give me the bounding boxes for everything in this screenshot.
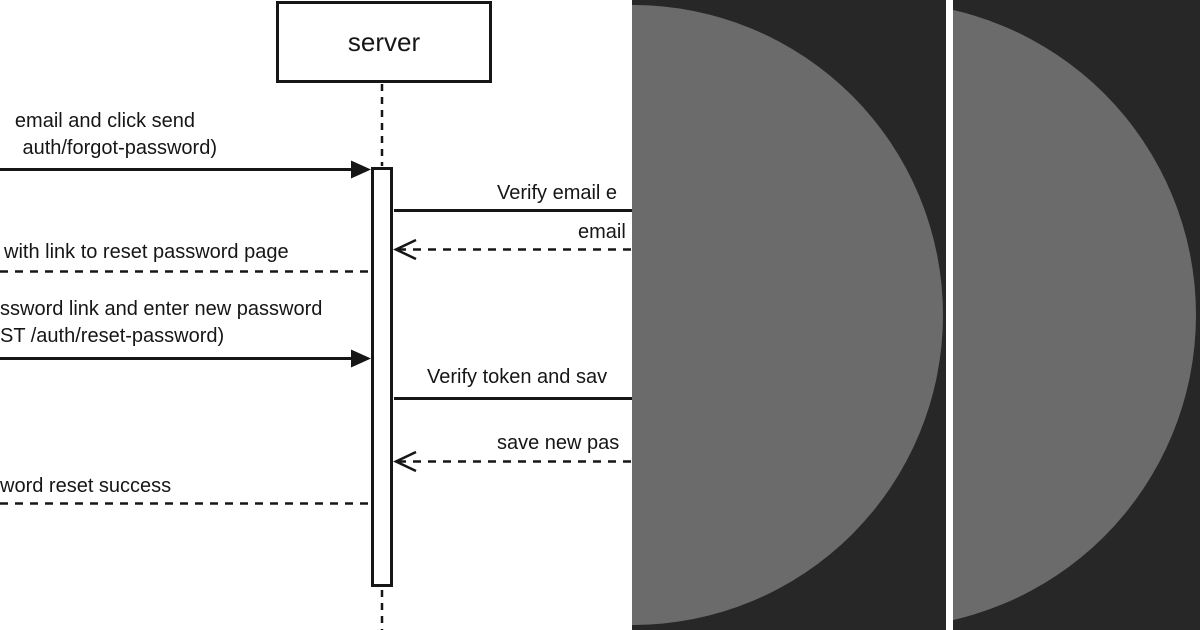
label-reset-password-line2: ST /auth/reset-password): [0, 325, 225, 347]
dark-panel-right: [953, 0, 1200, 630]
participant-server-label: server: [347, 26, 421, 57]
label-reset-link: with link to reset password page: [4, 241, 289, 263]
label-forgot-password-line2: auth/forgot-password): [22, 137, 217, 159]
label-save-password-return: save new pas: [497, 432, 620, 454]
label-email-return: email: [578, 221, 626, 243]
label-verify-email: Verify email e: [497, 182, 618, 204]
dark-panel-left: [632, 0, 946, 630]
circle-graphic: [953, 2, 1196, 628]
participant-server-box: server: [276, 1, 492, 83]
arrowhead-save-password-return: [393, 450, 417, 473]
arrowhead-forgot-password: [351, 160, 371, 179]
label-reset-password-line1: ssword link and enter new password: [0, 298, 323, 320]
label-reset-success: word reset success: [0, 475, 172, 497]
arrowhead-email-return: [393, 238, 417, 261]
label-verify-token: Verify token and sav: [427, 366, 608, 388]
label-forgot-password-line1: email and click send: [14, 110, 195, 132]
arrowhead-reset-password: [351, 349, 371, 368]
activation-bar: [371, 167, 393, 587]
circle-graphic: [632, 5, 943, 625]
